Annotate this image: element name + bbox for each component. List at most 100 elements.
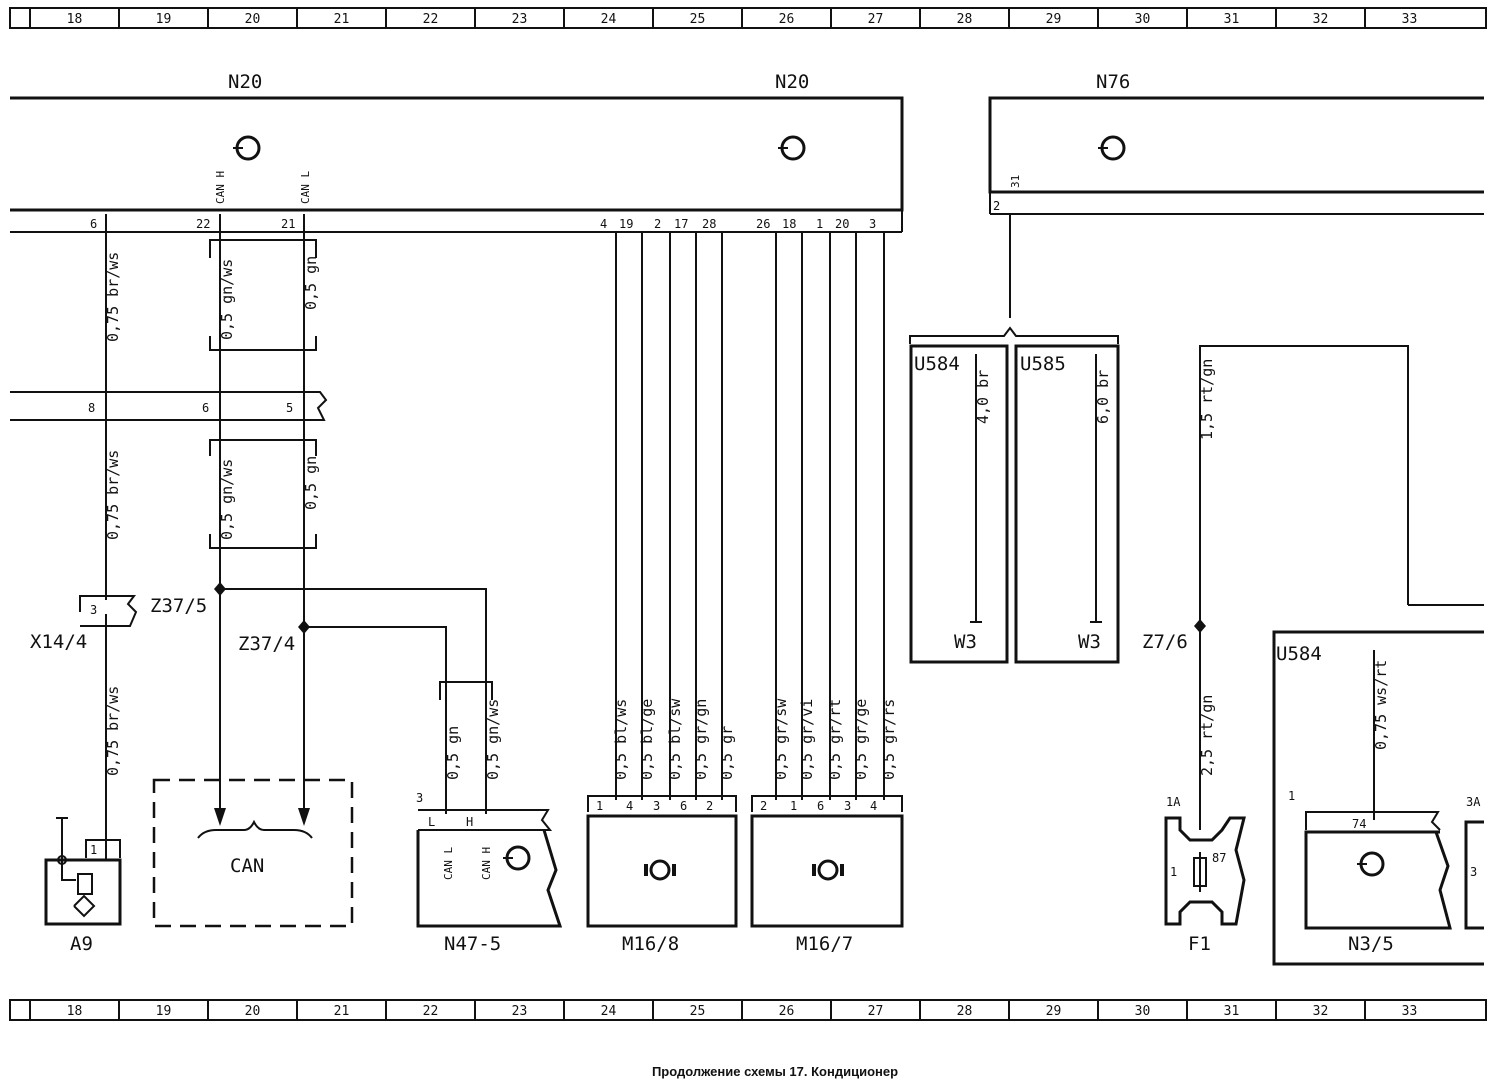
- z7-6-label: Z7/6: [1142, 631, 1188, 653]
- wire-label: 0,5 gr/sw: [772, 698, 790, 780]
- sep-pin: 5: [286, 401, 293, 415]
- n47-h-signal: H: [466, 815, 473, 829]
- n20-pin: 22: [196, 217, 210, 231]
- u584-box: U584 4,0 br W3: [909, 344, 1009, 664]
- can-label: CAN: [230, 855, 264, 877]
- can-l-wire: 0,5 gn 0,5 gn: [298, 214, 320, 826]
- top-ruler-label: 19: [156, 12, 172, 27]
- top-ruler-label: 30: [1135, 12, 1151, 27]
- wire-label: 0,5 bl/sw: [666, 698, 684, 780]
- wire-label: 4,0 br: [974, 370, 992, 424]
- top-ruler-label: 26: [779, 12, 795, 27]
- wire-label: 0,5 gn: [302, 256, 320, 310]
- wire-label: 0,5 gr/ge: [852, 699, 870, 780]
- m16-8-pin: 1: [596, 799, 603, 813]
- can-h-signal: CAN H: [214, 171, 227, 204]
- transistor-icon: [1098, 135, 1126, 161]
- bottom-ruler-label: 25: [690, 1004, 706, 1019]
- top-ruler-label: 29: [1046, 12, 1062, 27]
- wire-label: 0,5 bl/ge: [638, 699, 656, 780]
- n76-pin: 2: [993, 199, 1000, 213]
- rt-gn-wire: 1,5 rt/gn 2,5 rt/gn Z7/6: [1142, 345, 1484, 830]
- transistor-icon: [233, 135, 261, 161]
- n76-output-wire: [909, 214, 1119, 344]
- n47-can-h: CAN H: [480, 847, 493, 880]
- a9-label: A9: [70, 933, 93, 955]
- top-ruler-label: 27: [868, 12, 884, 27]
- u585-label: U585: [1020, 353, 1066, 375]
- a9-component: 1 A9: [44, 817, 122, 955]
- separation-connector: 8 6 5: [10, 391, 328, 421]
- wire-label: 2,5 rt/gn: [1198, 695, 1216, 776]
- top-ruler-label: 20: [245, 12, 261, 27]
- wire-label: 0,5 gn/ws: [218, 259, 236, 340]
- m16-8-pin: 4: [626, 799, 633, 813]
- top-ruler-label: 31: [1224, 12, 1240, 27]
- wire-label: 0,5 bl/ws: [612, 699, 630, 780]
- br-ws-wire: 0,75 br/ws 0,75 br/ws 0,75 br/ws: [104, 214, 122, 860]
- bottom-ruler-label: 32: [1313, 1004, 1329, 1019]
- n20-pin: 4: [600, 217, 607, 231]
- n47-can-l: CAN L: [442, 847, 455, 880]
- wire-label: 0,75 br/ws: [104, 450, 122, 540]
- n20-pin: 19: [619, 217, 633, 231]
- n20-pin: 2: [654, 217, 661, 231]
- f1-label: F1: [1188, 933, 1211, 955]
- wire-label: 0,5 gr/rt: [826, 699, 844, 780]
- wire-label: 0,75 br/ws: [104, 252, 122, 342]
- z37-5-label: Z37/5: [150, 595, 207, 617]
- top-ruler-label: 24: [601, 12, 617, 27]
- bottom-ruler-label: 31: [1224, 1004, 1240, 1019]
- top-ruler-label: 23: [512, 12, 528, 27]
- z37-splices: Z37/5 Z37/4: [150, 582, 493, 700]
- x14-4-connector: 3 X14/4: [30, 595, 138, 653]
- wire-label: 6,0 br: [1094, 370, 1112, 424]
- m16-7-pin: 6: [817, 799, 824, 813]
- wire-label: 0,5 gn: [444, 726, 462, 780]
- wire-label: 0,5 gr/vi: [798, 699, 816, 780]
- a9-pin: 1: [90, 843, 97, 857]
- bottom-ruler-label: 30: [1135, 1004, 1151, 1019]
- wire-label: 1,5 rt/gn: [1198, 359, 1216, 440]
- n20-pin: 17: [674, 217, 688, 231]
- f1-pin: 87: [1212, 851, 1226, 865]
- bottom-ruler-label: 20: [245, 1004, 261, 1019]
- wire-label: 0,5 gr: [718, 726, 736, 780]
- m16-8-pin: 6: [680, 799, 687, 813]
- f1-pin: 1A: [1166, 795, 1181, 809]
- m16-7-pin: 4: [870, 799, 877, 813]
- figure-caption: Продолжение схемы 17. Кондиционер: [652, 1064, 898, 1079]
- n20-pin: 20: [835, 217, 849, 231]
- n47-pin: 3: [416, 791, 423, 805]
- top-ruler-label: 25: [690, 12, 706, 27]
- n20-label-right: N20: [775, 71, 809, 93]
- transistor-icon: [778, 135, 806, 161]
- can-h-wire: 0,5 gn/ws 0,5 gn/ws: [209, 214, 317, 826]
- n47-l-signal: L: [428, 815, 435, 829]
- n76-inner-pin: 31: [1009, 175, 1022, 188]
- n20-pin: 28: [702, 217, 716, 231]
- n47-5-label: N47-5: [444, 933, 501, 955]
- top-ruler-label: 22: [423, 12, 439, 27]
- n76-module: N76 31 2: [988, 71, 1484, 215]
- top-ruler-label: 32: [1313, 12, 1329, 27]
- edge-pin: 3A: [1466, 795, 1481, 809]
- bottom-ruler-label: 21: [334, 1004, 350, 1019]
- n20-pin: 3: [869, 217, 876, 231]
- f1-pin: 1: [1170, 865, 1177, 879]
- n3-5-pin: 74: [1352, 817, 1366, 831]
- u585-box: U585 6,0 br W3: [1014, 344, 1120, 664]
- wire-label: 0,5 gr/gn: [692, 699, 710, 780]
- n3-5-pin: 1: [1288, 789, 1295, 803]
- bottom-ruler-label: 33: [1402, 1004, 1418, 1019]
- n20-pin: 18: [782, 217, 796, 231]
- m16-8-pin: 3: [653, 799, 660, 813]
- transistor-icon: [1357, 851, 1385, 877]
- sep-pin: 8: [88, 401, 95, 415]
- n20-pin: 6: [90, 217, 97, 231]
- n20-pin: 26: [756, 217, 770, 231]
- edge-pin: 3: [1470, 865, 1477, 879]
